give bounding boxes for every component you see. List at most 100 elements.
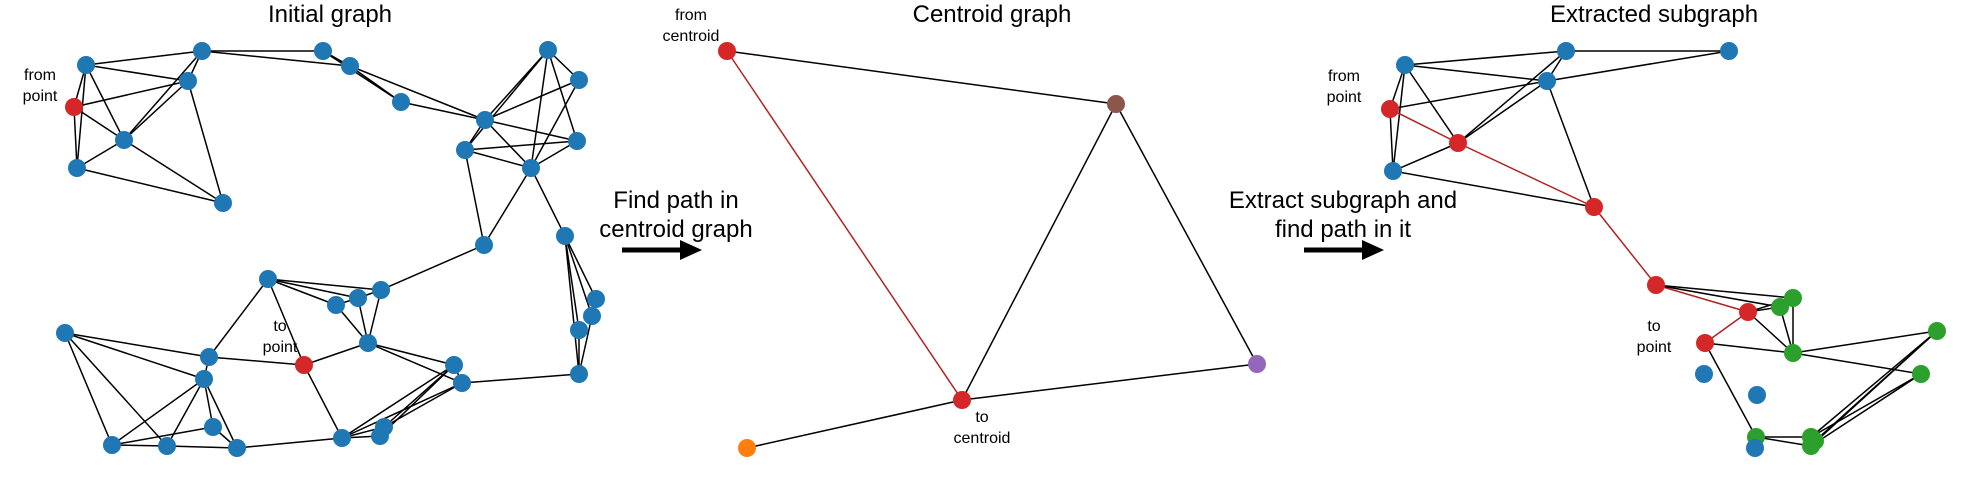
graph-edge (341, 364, 455, 439)
graph-node (200, 348, 218, 366)
graph-edge (1392, 64, 1406, 172)
graph-node (115, 131, 133, 149)
graph-edge (1704, 342, 1794, 354)
graph-node (476, 111, 494, 129)
centroid-node (1107, 95, 1125, 113)
graph-edge (349, 65, 486, 121)
graph-edge (1392, 142, 1459, 172)
graph-edge (73, 80, 189, 108)
graph-node (392, 93, 410, 111)
graph-node (359, 334, 377, 352)
path-edge (1655, 284, 1749, 313)
graph-edge (166, 378, 205, 447)
graph-edge (484, 119, 532, 169)
graph-node (1771, 298, 1789, 316)
graph-edge (123, 80, 189, 141)
graph-edge (1792, 352, 1922, 375)
graph-edge (123, 50, 203, 141)
centroid-from-label-line2: centroid (663, 28, 720, 45)
initial-graph-title: Initial graph (268, 1, 392, 28)
graph-edge (303, 364, 343, 439)
path-node (1449, 134, 1467, 152)
graph-edge (564, 235, 597, 300)
graph-edge (530, 79, 580, 169)
graph-node (539, 41, 557, 59)
arrow-head (680, 240, 702, 260)
graph-edge (76, 64, 87, 169)
graph-edge (201, 50, 351, 67)
graph-edge (1457, 80, 1548, 144)
graph-edge (1747, 311, 1794, 354)
graph-edge (303, 342, 369, 366)
centroid-to-label-line1: to (975, 409, 988, 426)
graph-node (372, 281, 390, 299)
path-edge (1457, 142, 1595, 208)
graph-edge (267, 278, 359, 299)
endpoint-node (65, 98, 83, 116)
graph-edge (208, 278, 269, 358)
graph-edge (461, 373, 580, 384)
graph-node (158, 437, 176, 455)
graph-node (195, 370, 213, 388)
graph-node (193, 42, 211, 60)
centroid-edge (746, 399, 963, 449)
graph-edge (484, 79, 580, 121)
graph-edge (64, 332, 205, 380)
graph-edge (76, 139, 125, 169)
graph-edge (1389, 80, 1548, 110)
graph-edge (1655, 284, 1794, 299)
graph-node (56, 324, 74, 342)
graph-edge (367, 342, 463, 384)
graph-edge (64, 332, 210, 358)
graph-node (1784, 344, 1802, 362)
graph-node (1748, 386, 1766, 404)
graph-edge (1457, 50, 1567, 144)
graph-edge (267, 278, 382, 291)
initial-graph-edges (64, 49, 597, 449)
graph-node (556, 227, 574, 245)
centroid-node (1248, 355, 1266, 373)
graph-edge (267, 278, 337, 306)
graph-node (103, 436, 121, 454)
extracted-from-label-line1: from (1328, 68, 1360, 85)
graph-node (445, 356, 463, 374)
extracted-to-label-line1: to (1647, 318, 1660, 335)
graph-node (570, 71, 588, 89)
arrow-head (1362, 240, 1384, 260)
graph-node (522, 159, 540, 177)
graph-edge (111, 444, 168, 447)
graph-node (1912, 365, 1930, 383)
graph-node (1384, 162, 1402, 180)
graph-node (453, 374, 471, 392)
graph-node (204, 418, 222, 436)
graph-node (314, 42, 332, 60)
graph-edge (111, 378, 205, 446)
path-edge (1389, 108, 1459, 144)
graph-node (1806, 432, 1824, 450)
graph-edge (400, 101, 486, 121)
graph-edge (367, 289, 382, 344)
centroid-to-label-line2: centroid (954, 430, 1011, 447)
graph-edge (1755, 436, 1812, 447)
graph-edge (73, 106, 78, 169)
graph-node (583, 307, 601, 325)
graph-edge (1810, 373, 1922, 447)
initial-to-label-line2: point (263, 339, 298, 356)
graph-node (1396, 56, 1414, 74)
graph-edge (484, 119, 578, 142)
path-node (1585, 198, 1603, 216)
centroid-edge (726, 50, 1117, 105)
graph-node (570, 365, 588, 383)
graph-node (1538, 72, 1556, 90)
centroid-graph-title: Centroid graph (913, 1, 1072, 28)
graph-edge (208, 356, 305, 366)
extract-caption-line2: find path in it (1275, 216, 1411, 243)
graph-edge (267, 278, 305, 366)
graph-edge (236, 437, 343, 449)
graph-edge (64, 332, 168, 447)
find-path-caption-line1: Find path in (613, 187, 738, 214)
path-edge (726, 50, 963, 401)
graph-edge (380, 244, 485, 291)
graph-node (179, 72, 197, 90)
graph-node (570, 321, 588, 339)
